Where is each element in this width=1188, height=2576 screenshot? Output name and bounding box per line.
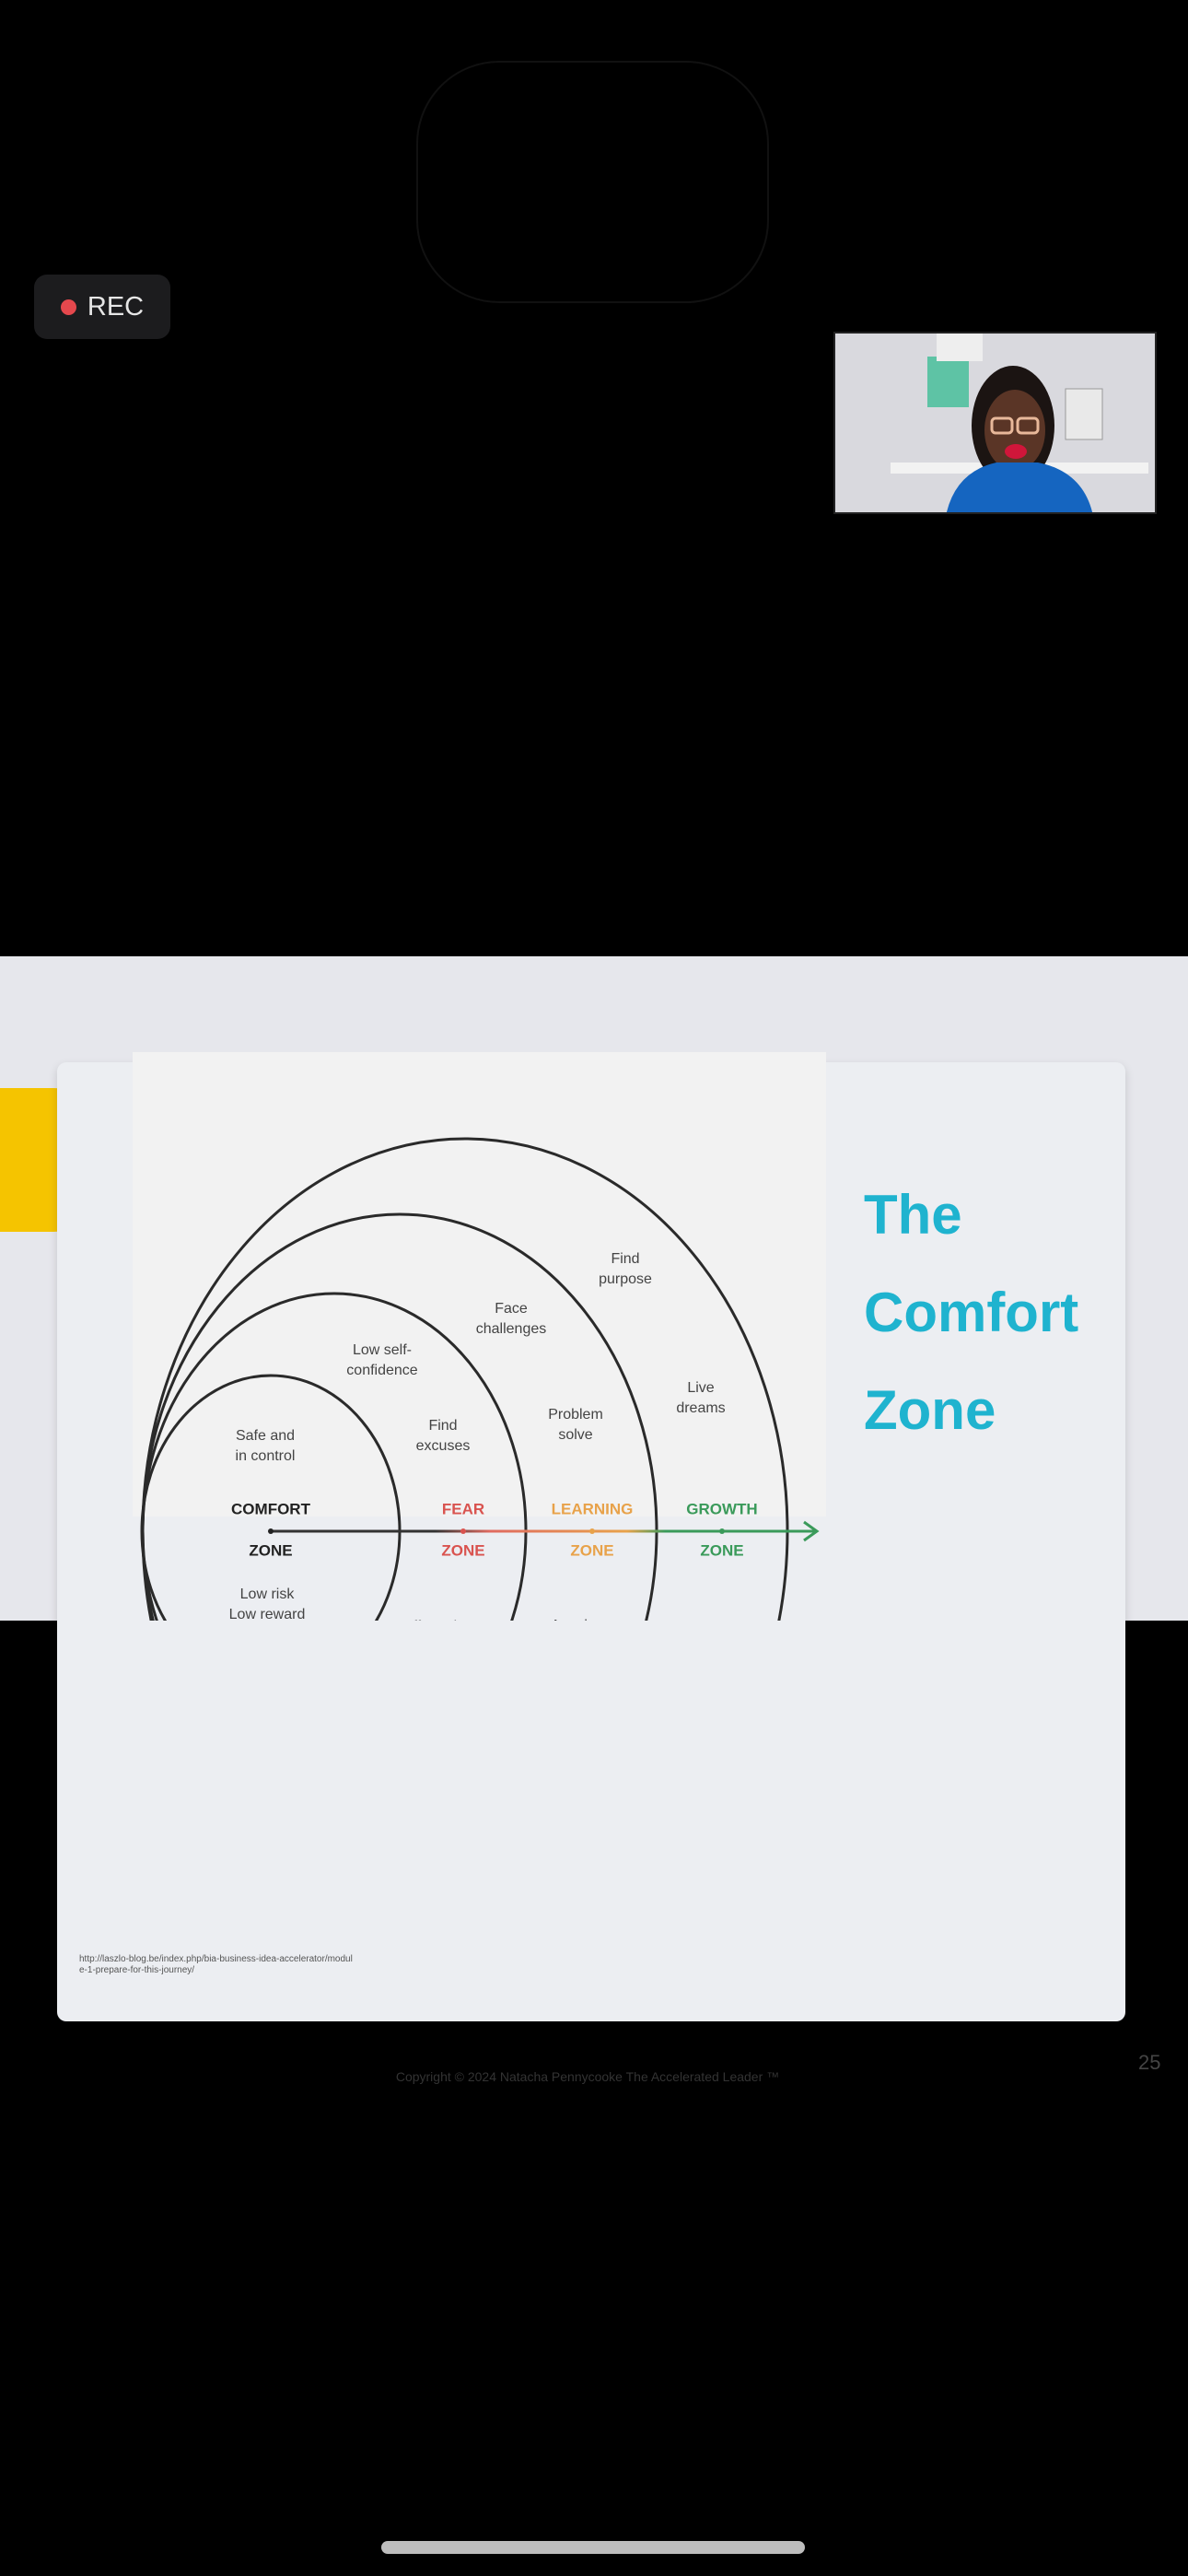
diagram-label: Problem bbox=[548, 1407, 603, 1423]
diagram-label: purpose bbox=[599, 1271, 652, 1287]
record-dot-icon bbox=[60, 299, 76, 315]
diagram-label: Low self- bbox=[353, 1342, 412, 1358]
diagram-label: confidence bbox=[346, 1363, 417, 1378]
diagram-label: dreams bbox=[676, 1400, 725, 1416]
diagram-label: Affected bbox=[403, 1619, 457, 1621]
zone-label: ZONE bbox=[441, 1541, 484, 1559]
dynamic-island bbox=[416, 61, 769, 303]
zone-label: GROWTH bbox=[686, 1500, 757, 1517]
diagram-label: Live bbox=[687, 1380, 714, 1396]
zone-marker-dot bbox=[719, 1528, 725, 1534]
zone-label: ZONE bbox=[570, 1541, 613, 1559]
home-indicator[interactable] bbox=[381, 2541, 805, 2554]
diagram-label: Safe and bbox=[236, 1428, 295, 1444]
slide-title: The Comfort Zone bbox=[864, 1166, 1078, 1459]
participant-video-image bbox=[835, 334, 1155, 512]
zone-marker-dot bbox=[460, 1528, 466, 1534]
title-line: Zone bbox=[864, 1379, 996, 1441]
source-url: http://laszlo-blog.be/index.php/bia-busi… bbox=[79, 1954, 392, 1976]
zone-marker-dot bbox=[589, 1528, 595, 1534]
recording-indicator[interactable]: REC bbox=[34, 275, 170, 339]
source-url-line: e-1-prepare-for-this-journey/ bbox=[79, 1965, 195, 1975]
arrow-head-icon bbox=[803, 1520, 820, 1542]
copyright-footer: Copyright © 2024 Natacha Pennycooke The … bbox=[395, 2069, 780, 2084]
zone-marker-dot bbox=[268, 1528, 274, 1534]
diagram-background bbox=[133, 1052, 826, 1516]
zone-label: COMFORT bbox=[231, 1500, 311, 1517]
presentation-slide: COMFORT ZONE FEAR ZONE LEARNING ZONE GROWTH ZON… bbox=[0, 956, 1188, 2084]
comfort-zone-diagram: COMFORT ZONE FEAR ZONE LEARNING ZONE GROWTH ZON… bbox=[133, 1052, 826, 1621]
zone-label: LEARNING bbox=[552, 1500, 634, 1517]
diagram-label: excuses bbox=[416, 1438, 471, 1454]
rec-label: REC bbox=[87, 291, 145, 322]
zone-label: FEAR bbox=[442, 1500, 484, 1517]
title-line: The bbox=[864, 1184, 962, 1246]
zone-label: ZONE bbox=[249, 1541, 292, 1559]
title-line: Comfort bbox=[864, 1282, 1079, 1343]
diagram-label: solve bbox=[558, 1427, 592, 1443]
diagram-label: Find bbox=[428, 1418, 457, 1434]
source-url-line: http://laszlo-blog.be/index.php/bia-busi… bbox=[79, 1954, 353, 1964]
diagram-label: Low risk bbox=[240, 1587, 296, 1602]
diagram-label: Acquire bbox=[551, 1618, 600, 1621]
diagram-label: Find bbox=[611, 1251, 639, 1267]
page-number: 25 bbox=[1138, 2051, 1161, 2074]
diagram-label: Low reward bbox=[229, 1607, 306, 1621]
diagram-label: challenges bbox=[476, 1321, 547, 1337]
participant-video-thumbnail[interactable] bbox=[833, 332, 1157, 514]
diagram-label: Face bbox=[495, 1301, 528, 1317]
zone-label: ZONE bbox=[700, 1541, 743, 1559]
diagram-label: in control bbox=[236, 1448, 296, 1464]
